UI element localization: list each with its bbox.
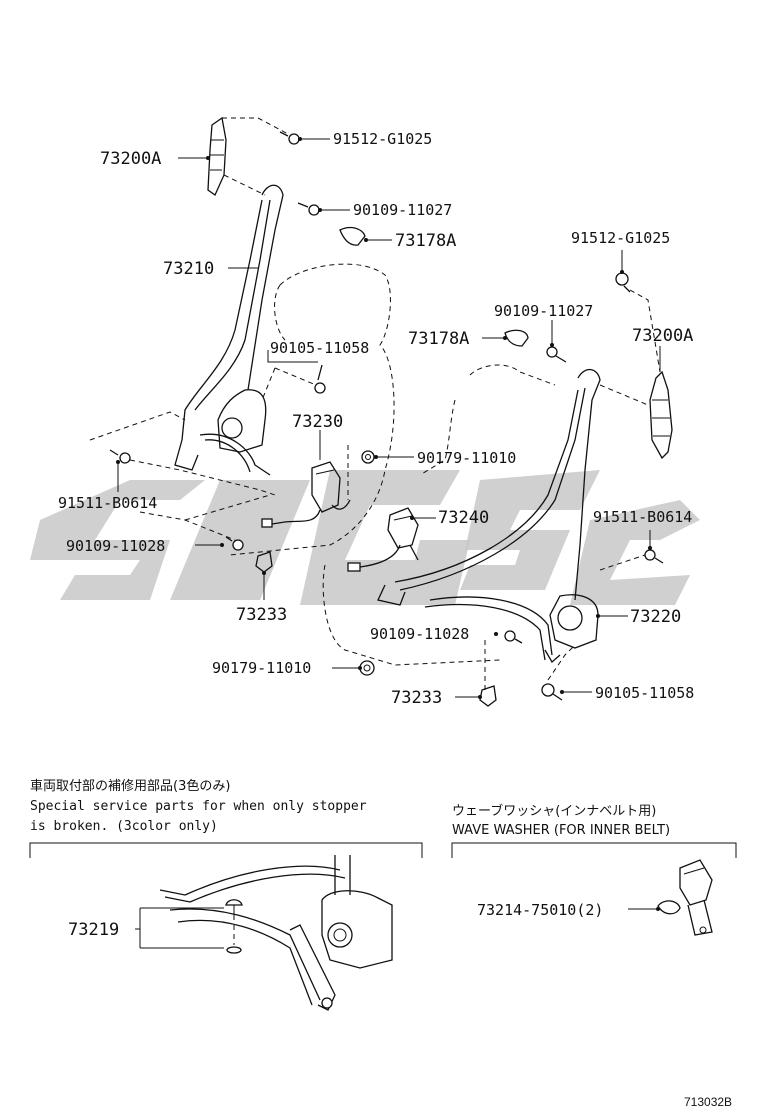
label-91512-G1025-right: 91512-G1025: [571, 229, 670, 247]
wave-washer-note-jp: ウェーブワッシャ(インナベルト用): [452, 803, 656, 819]
belt-73210: [174, 184, 284, 476]
wave-washer-inset-drawing: [657, 859, 713, 936]
special-parts-note-en-2: is broken. (3color only): [30, 819, 218, 834]
label-73178A-right: 73178A: [408, 329, 469, 349]
special-parts-note-jp: 車両取付部の補修用部品(3色のみ): [30, 778, 230, 794]
label-73200A-right: 73200A: [632, 326, 693, 346]
label-90179-11010-mid: 90179-11010: [417, 449, 516, 467]
label-73178A-left: 73178A: [395, 231, 456, 251]
stopper-inset-drawing: [139, 855, 393, 1011]
label-73214-75010: 73214-75010(2): [477, 901, 603, 919]
belt-73220: [377, 368, 601, 664]
bolt-icon: [644, 549, 664, 564]
upper-anchor-73200A-left: [207, 116, 227, 196]
label-73220: 73220: [630, 607, 681, 627]
label-91511-B0614-left: 91511-B0614: [58, 494, 157, 512]
bolt-icon: [297, 202, 320, 216]
special-parts-note-en-1: Special service parts for when only stop…: [30, 799, 367, 814]
bolt-icon: [541, 683, 563, 701]
wave-washer-note-en: WAVE WASHER (FOR INNER BELT): [452, 823, 670, 838]
label-90105-11058-bottom: 90105-11058: [595, 684, 694, 702]
bolt-icon: [279, 131, 300, 145]
nut-icon: [361, 450, 375, 464]
label-90109-11027-right: 90109-11027: [494, 302, 593, 320]
buckle-73230: [261, 461, 351, 528]
label-90179-11010-bottom: 90179-11010: [212, 659, 311, 677]
nut-icon: [359, 660, 375, 676]
label-73240: 73240: [438, 508, 489, 528]
cover-73233-left: [255, 551, 273, 573]
label-73233-bottom: 73233: [391, 688, 442, 708]
label-90105-11058-top: 90105-11058: [270, 339, 369, 357]
label-73219: 73219: [68, 920, 119, 940]
label-73230: 73230: [292, 412, 343, 432]
bolt-icon: [225, 536, 244, 551]
cover-73233-bottom: [479, 685, 497, 707]
diagram-code: 713032B: [684, 1095, 732, 1109]
bolt-icon: [546, 346, 567, 363]
label-90109-11028-bottom: 90109-11028: [370, 625, 469, 643]
upper-anchor-73200A-right: [649, 370, 673, 460]
bolt-icon: [109, 449, 131, 464]
bolt-icon: [615, 272, 631, 293]
cover-73178A-right: [504, 329, 529, 347]
bolt-icon: [314, 364, 326, 394]
bolt-icon: [504, 630, 523, 644]
buckle-73240: [347, 507, 419, 572]
label-90109-11028-left: 90109-11028: [66, 537, 165, 555]
label-73233-left: 73233: [236, 605, 287, 625]
label-91512-G1025-left: 91512-G1025: [333, 130, 432, 148]
label-90109-11027-left: 90109-11027: [353, 201, 452, 219]
cover-73178A-left: [339, 226, 366, 246]
label-73200A-left: 73200A: [100, 149, 161, 169]
label-91511-B0614-right: 91511-B0614: [593, 508, 692, 526]
label-73210: 73210: [163, 259, 214, 279]
